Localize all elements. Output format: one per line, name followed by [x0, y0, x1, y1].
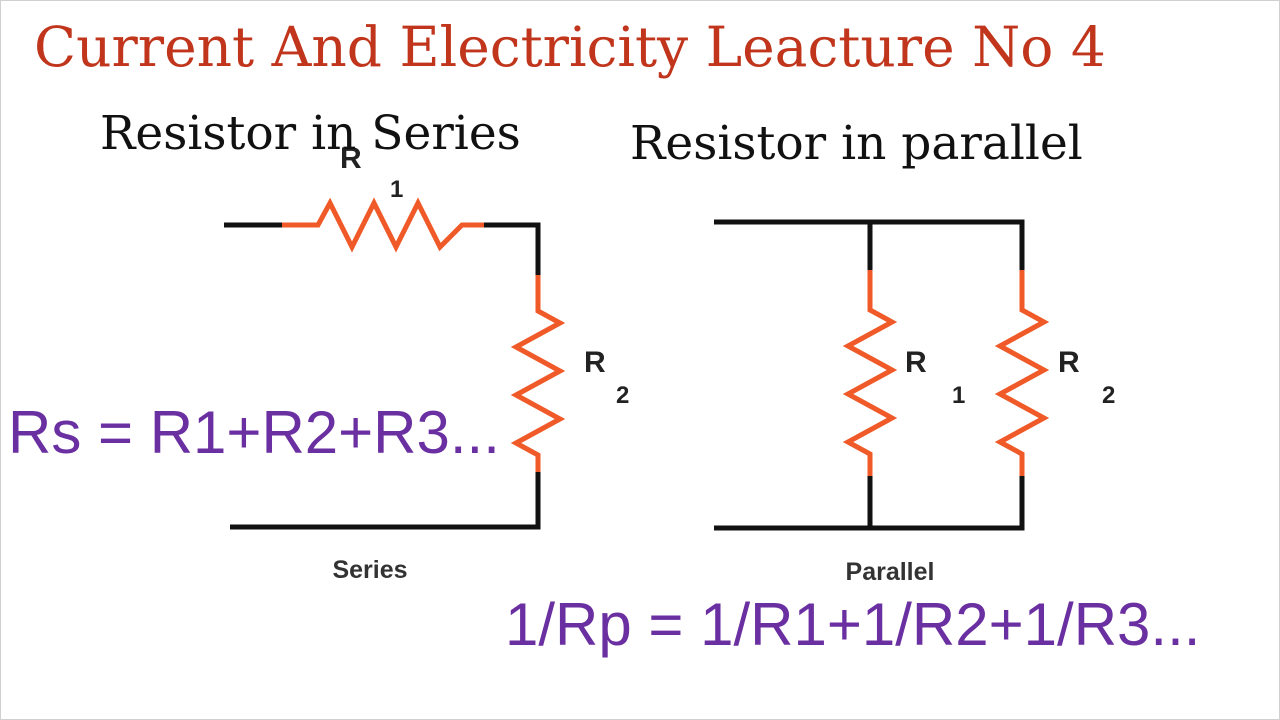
parallel-resistor-r1	[842, 270, 898, 476]
parallel-caption: Parallel	[846, 558, 935, 586]
parallel-r2-subscript: 2	[1102, 382, 1115, 409]
parallel-r1-label: R	[905, 346, 927, 379]
parallel-circuit: R 1 R 2 Parallel	[714, 219, 1115, 586]
series-r2-label: R	[584, 346, 606, 379]
series-resistor-r1	[282, 197, 484, 253]
parallel-wire-top	[714, 219, 1025, 270]
parallel-formula: 1/Rp = 1/R1+1/R2+1/R3...	[505, 591, 1201, 658]
series-r1-label: R	[340, 142, 362, 175]
series-r1-subscript: 1	[390, 176, 403, 203]
parallel-r2-label: R	[1058, 346, 1080, 379]
series-circuit: R 1 R 2 Series	[224, 142, 629, 584]
series-wire-bottom	[230, 472, 541, 530]
parallel-wire-bottom	[714, 476, 1025, 531]
series-caption: Series	[332, 556, 407, 584]
series-heading: Resistor in Series	[100, 106, 521, 161]
series-r2-subscript: 2	[616, 382, 629, 409]
parallel-r1-subscript: 1	[952, 382, 965, 409]
series-resistor-r2	[510, 275, 566, 472]
page-title: Current And Electricity Leacture No 4	[34, 15, 1106, 79]
series-formula: Rs = R1+R2+R3...	[8, 399, 500, 466]
parallel-resistor-r2	[994, 270, 1050, 476]
series-wire-corner	[484, 222, 541, 275]
parallel-heading: Resistor in parallel	[630, 116, 1083, 171]
